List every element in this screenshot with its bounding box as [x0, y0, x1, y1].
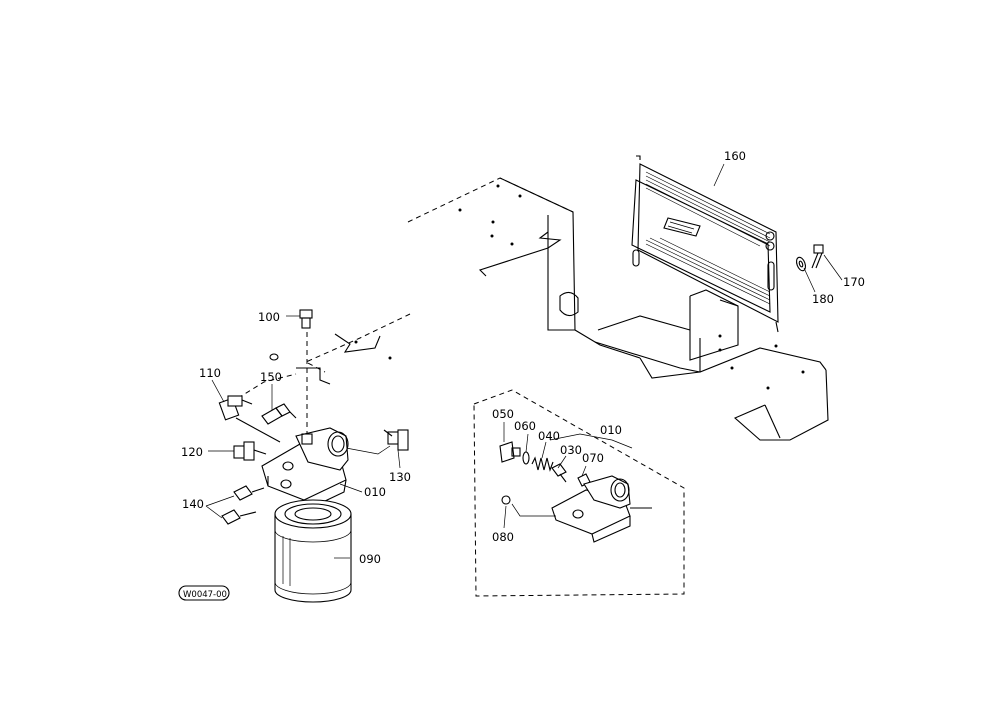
label-110: 110 — [199, 366, 221, 380]
frame-chassis — [237, 177, 829, 441]
fitting-140-upper[interactable] — [233, 485, 265, 501]
label-030: 030 — [560, 443, 582, 457]
label-160: 160 — [724, 149, 746, 163]
kit-detail-box — [473, 389, 685, 597]
label-050: 050 — [492, 407, 514, 421]
drawing-code-stamp: W0047-00 — [178, 585, 230, 601]
plug-050[interactable] — [499, 441, 521, 463]
label-060: 060 — [514, 419, 536, 433]
label-080: 080 — [492, 530, 514, 544]
bolt-100[interactable] — [299, 309, 313, 329]
label-010-kit: 010 — [600, 423, 622, 437]
fitting-140-lower[interactable] — [221, 509, 257, 525]
elbow-110[interactable] — [218, 395, 253, 421]
o-ring-060[interactable] — [522, 451, 530, 465]
label-140: 140 — [182, 497, 204, 511]
label-090: 090 — [359, 552, 381, 566]
label-010-main: 010 — [364, 485, 386, 499]
label-040: 040 — [538, 429, 560, 443]
spring-040[interactable] — [531, 456, 554, 472]
label-100: 100 — [258, 310, 280, 324]
valve-030[interactable] — [551, 463, 567, 483]
ball-080[interactable] — [501, 495, 511, 505]
label-120: 120 — [181, 445, 203, 459]
label-180: 180 — [812, 292, 834, 306]
bolt-170[interactable] — [811, 244, 824, 269]
elbow-120[interactable] — [233, 441, 267, 461]
label-150: 150 — [260, 370, 282, 384]
filter-head-010[interactable] — [261, 427, 349, 511]
washer-180[interactable] — [795, 256, 807, 272]
filter-head-kit[interactable] — [511, 475, 652, 543]
label-170: 170 — [843, 275, 865, 289]
label-130: 130 — [389, 470, 411, 484]
fitting-150[interactable] — [261, 403, 297, 425]
oil-cooler-160[interactable] — [631, 155, 779, 333]
label-070: 070 — [582, 451, 604, 465]
drawing-code: W0047-00 — [183, 590, 227, 600]
elbow-130[interactable] — [383, 429, 409, 451]
oil-filter-cartridge-090[interactable] — [274, 499, 352, 603]
